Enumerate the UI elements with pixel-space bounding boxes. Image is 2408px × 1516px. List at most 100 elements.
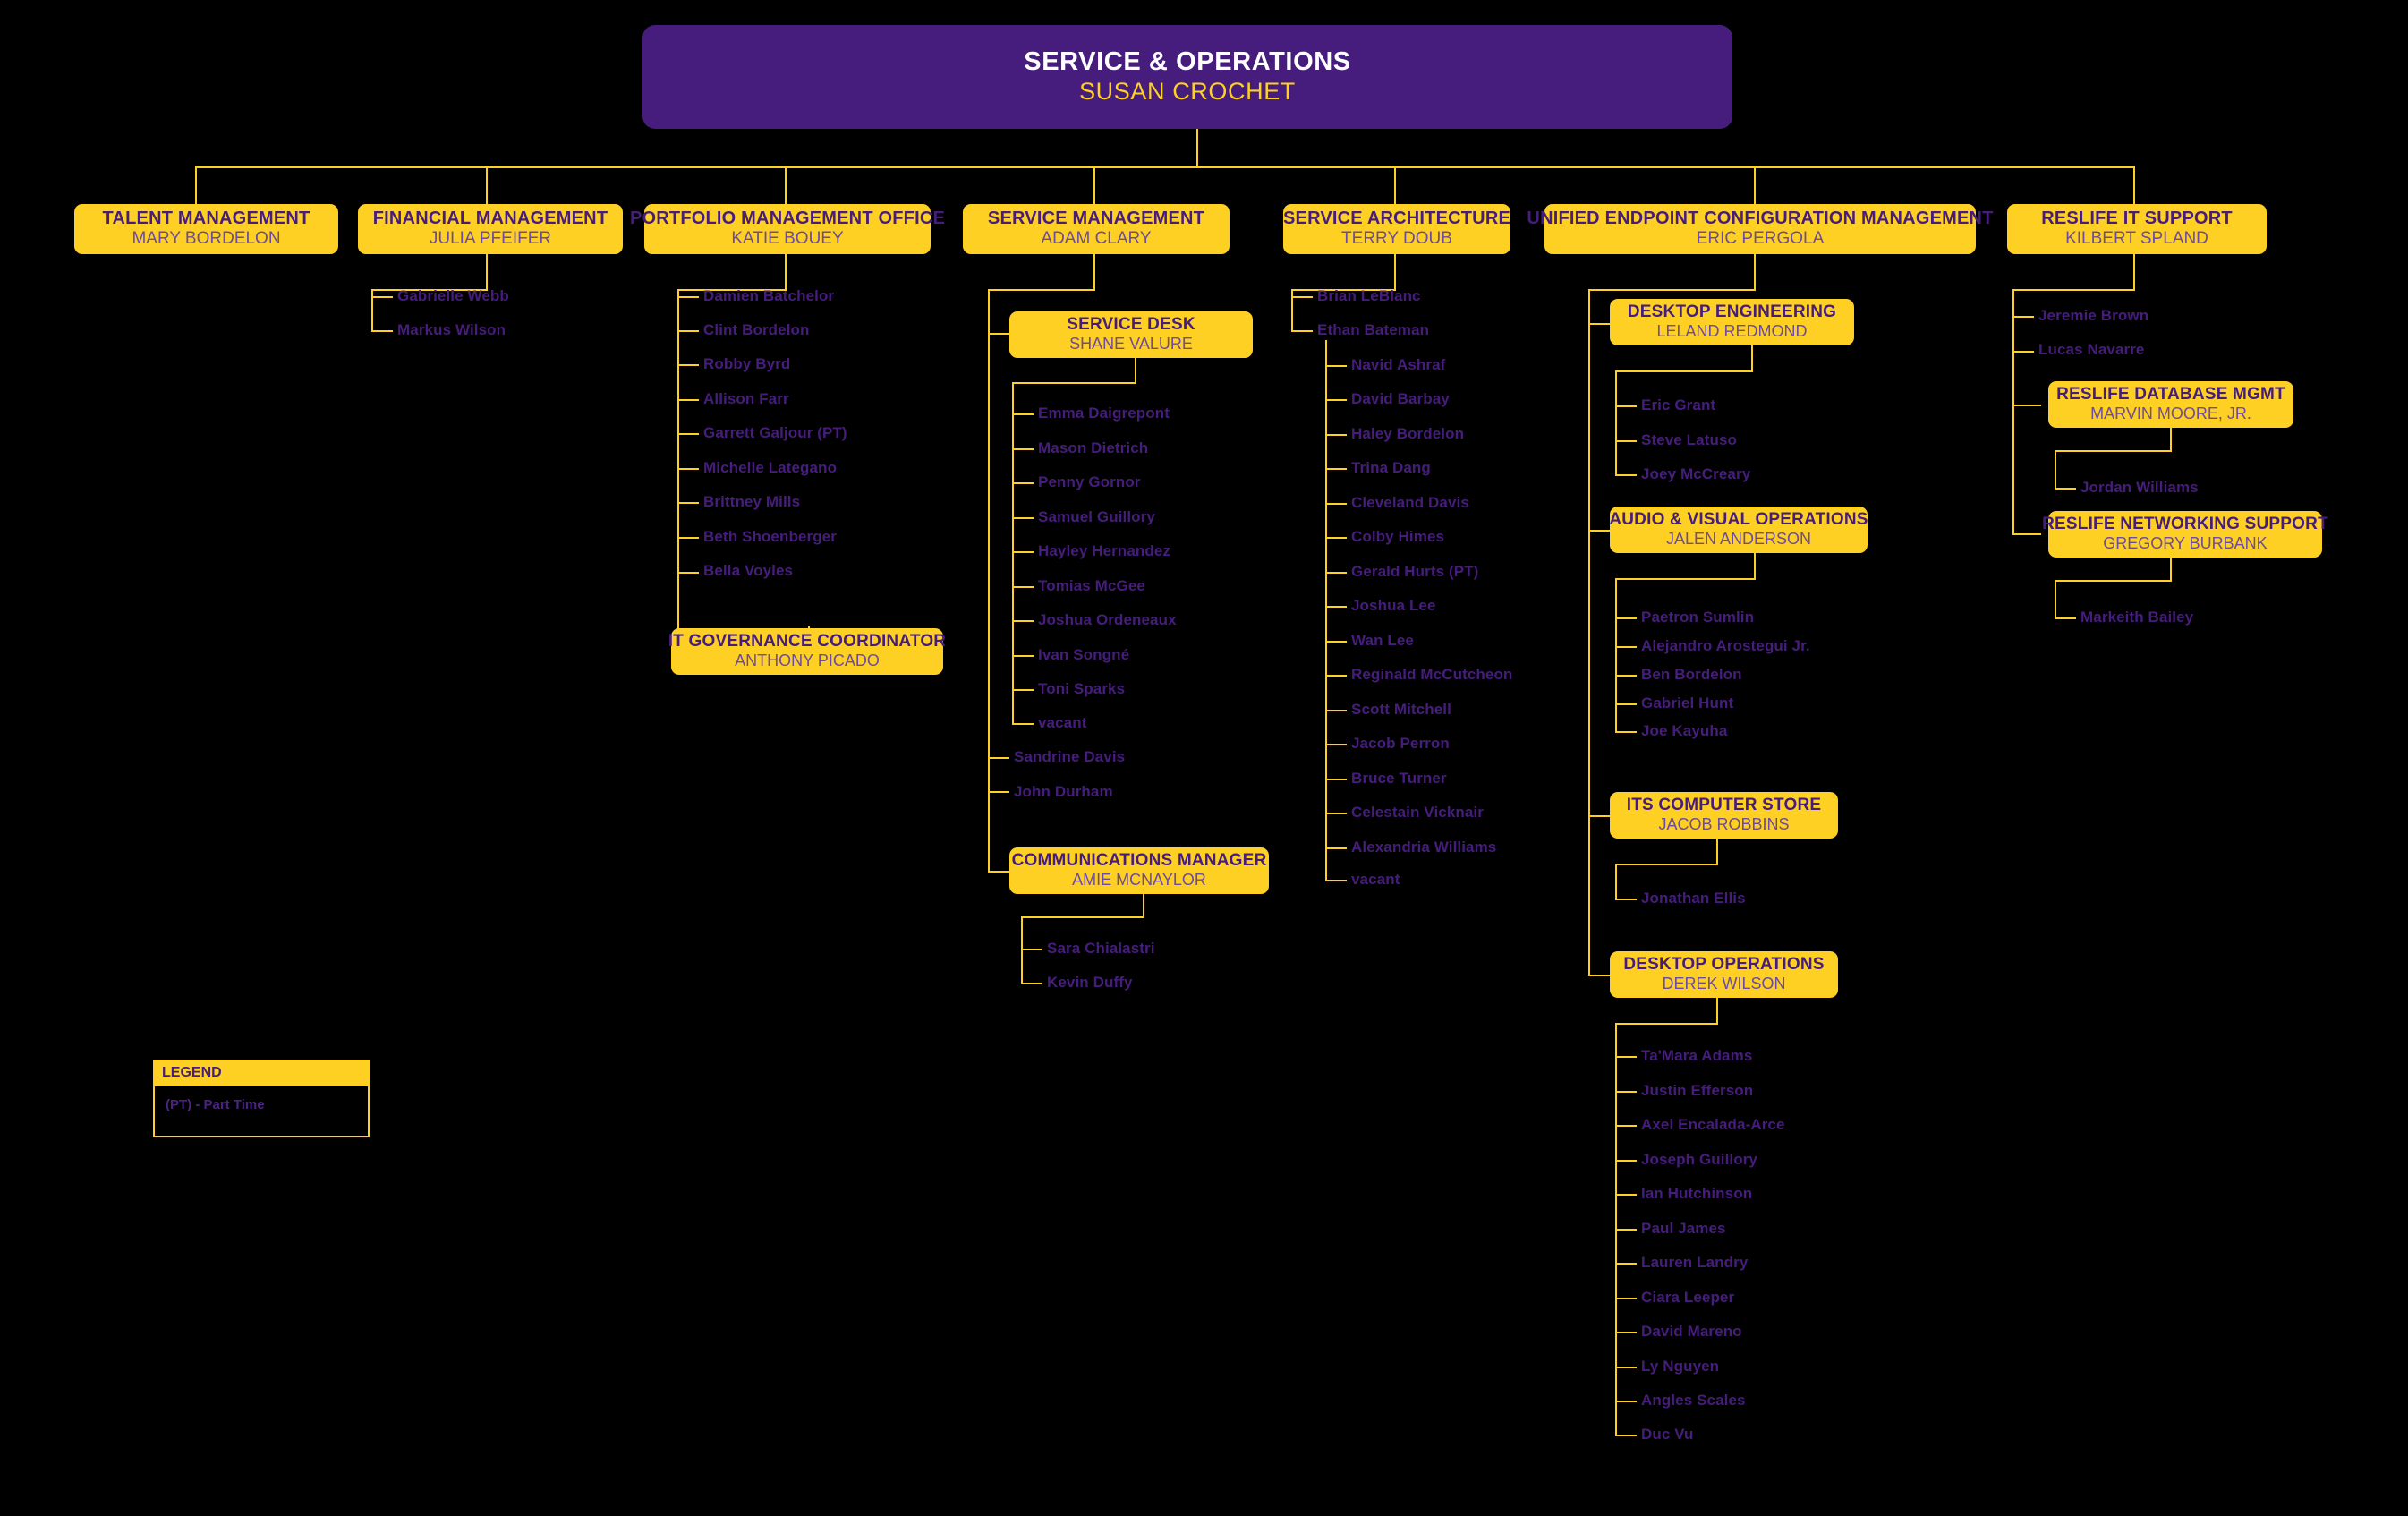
node-its-computer-store[interactable]: ITS COMPUTER STORE JACOB ROBBINS (1610, 792, 1838, 839)
legend-body: (PT) - Part Time (153, 1086, 370, 1137)
node-desktop-operations[interactable]: DESKTOP OPERATIONS DEREK WILSON (1610, 951, 1838, 998)
connector-financial-elbow (371, 289, 488, 291)
connector-reslife-stem (2133, 254, 2135, 290)
staff-item: Ian Hutchinson (1641, 1185, 1753, 1202)
connector-drop-service-mgmt (1093, 166, 1095, 206)
node-audio-visual-operations[interactable]: AUDIO & VISUAL OPERATIONS JALEN ANDERSON (1609, 507, 1868, 553)
staff-item: Justin Efferson (1641, 1082, 1754, 1099)
connector-reslife-to-dbmgmt (2012, 405, 2041, 406)
node-reslife-database-mgmt[interactable]: RESLIFE DATABASE MGMT MARVIN MOORE, JR. (2048, 381, 2293, 428)
staff-item: Trina Dang (1351, 459, 1431, 476)
connector-pmo-tick (677, 296, 699, 298)
node-service-and-operations[interactable]: SERVICE & OPERATIONS SUSAN CROCHET (642, 25, 1732, 129)
connector-servicedesk-tick (1012, 482, 1034, 484)
staff-item: Gerald Hurts (PT) (1351, 563, 1479, 580)
connector-avops-stem (1754, 553, 1756, 579)
node-unified-endpoint-configuration-management[interactable]: UNIFIED ENDPOINT CONFIGURATION MANAGEMEN… (1527, 204, 1993, 254)
connector-svcarch-spine (1291, 289, 1293, 331)
node-talent-management[interactable]: TALENT MANAGEMENT MARY BORDELON (74, 204, 338, 254)
staff-item: John Durham (1014, 783, 1113, 800)
node-title: COMMUNICATIONS MANAGER (1011, 851, 1267, 871)
connector-bateman-tick (1325, 572, 1347, 574)
connector-svcmgmt-tick (988, 791, 1009, 793)
connector-deskops-tick (1615, 1091, 1637, 1093)
node-person: ERIC PERGOLA (1696, 229, 1825, 249)
staff-item: Garrett Galjour (PT) (703, 424, 847, 441)
connector-servicedesk-tick (1012, 620, 1034, 622)
staff-item: Michelle Lategano (703, 459, 838, 476)
connector-drop-reslife (2133, 166, 2135, 206)
connector-pmo-tick (677, 364, 699, 366)
staff-item: Celestain Vicknair (1351, 804, 1484, 821)
connector-financial-tick (371, 296, 393, 298)
connector-bateman-tick (1325, 537, 1347, 539)
connector-reslife-tick (2012, 351, 2034, 353)
connector-deskops-tick (1615, 1367, 1637, 1368)
staff-item: Ben Bordelon (1641, 666, 1742, 683)
node-service-desk[interactable]: SERVICE DESK SHANE VALURE (1009, 311, 1253, 358)
node-person: KATIE BOUEY (731, 229, 844, 249)
staff-item: Joshua Lee (1351, 597, 1436, 614)
node-reslife-networking-support[interactable]: RESLIFE NETWORKING SUPPORT GREGORY BURBA… (2042, 511, 2328, 558)
connector-netsupport-tick (2055, 617, 2076, 619)
node-person: TERRY DOUB (1341, 229, 1452, 249)
node-person: GREGORY BURBANK (2103, 534, 2268, 553)
node-desktop-engineering[interactable]: DESKTOP ENGINEERING LELAND REDMOND (1610, 299, 1854, 345)
connector-pmo-tick (677, 399, 699, 401)
connector-avops-elbow (1615, 578, 1756, 580)
connector-servicedesk-elbow (1012, 382, 1136, 384)
staff-item: Wan Lee (1351, 632, 1414, 649)
node-service-management[interactable]: SERVICE MANAGEMENT ADAM CLARY (963, 204, 1230, 254)
staff-item: Lauren Landry (1641, 1254, 1749, 1271)
connector-avops-tick (1615, 731, 1637, 733)
staff-item: David Mareno (1641, 1323, 1742, 1340)
node-person: SUSAN CROCHET (1079, 78, 1296, 106)
connector-pmo-tick (677, 433, 699, 435)
node-title: SERVICE DESK (1067, 315, 1195, 335)
node-portfolio-management-office[interactable]: PORTFOLIO MANAGEMENT OFFICE KATIE BOUEY (630, 204, 945, 254)
staff-item: Jordan Williams (2080, 479, 2199, 496)
staff-item: Brittney Mills (703, 493, 801, 510)
connector-drop-talent (195, 166, 197, 206)
connector-drop-uecm (1754, 166, 1756, 206)
connector-financial-spine (371, 289, 373, 331)
connector-deskeng-elbow (1615, 370, 1753, 372)
connector-comms-tick (1021, 983, 1042, 984)
node-reslife-it-support[interactable]: RESLIFE IT SUPPORT KILBERT SPLAND (2007, 204, 2267, 254)
node-financial-management[interactable]: FINANCIAL MANAGEMENT JULIA PFEIFER (358, 204, 623, 254)
legend-heading: LEGEND (153, 1060, 370, 1086)
node-person: ADAM CLARY (1041, 229, 1152, 249)
connector-svcmgmt-to-servicedesk (988, 333, 1009, 335)
node-service-architecture[interactable]: SERVICE ARCHITECTURE TERRY DOUB (1283, 204, 1510, 254)
staff-item: Kevin Duffy (1047, 974, 1133, 991)
connector-level1-bus (195, 166, 2135, 168)
node-person: LELAND REDMOND (1656, 322, 1808, 341)
connector-servicedesk-tick (1012, 517, 1034, 519)
staff-item: Joe Kayuha (1641, 722, 1728, 739)
connector-svcarch-tick (1291, 296, 1313, 298)
staff-item: Sandrine Davis (1014, 748, 1126, 765)
node-it-governance-coordinator[interactable]: IT GOVERNANCE COORDINATOR ANTHONY PICADO (668, 628, 947, 675)
connector-pmo-elbow (677, 289, 787, 291)
connector-pmo-tick (677, 537, 699, 539)
staff-item: Alejandro Arostegui Jr. (1641, 637, 1810, 654)
node-communications-manager[interactable]: COMMUNICATIONS MANAGER AMIE MCNAYLOR (1009, 847, 1269, 894)
connector-servicedesk-tick (1012, 689, 1034, 691)
connector-svcmgmt-to-comms (988, 871, 1009, 873)
connector-servicedesk-tick (1012, 586, 1034, 588)
connector-bateman-tick (1325, 399, 1347, 401)
node-title: TALENT MANAGEMENT (102, 209, 311, 229)
connector-netsupport-stem (2170, 558, 2172, 581)
staff-item: Steve Latuso (1641, 431, 1738, 448)
connector-pmo-tick (677, 468, 699, 470)
node-person: JULIA PFEIFER (429, 229, 552, 249)
node-person: MARVIN MOORE, JR. (2090, 405, 2251, 423)
connector-servicedesk-spine (1012, 382, 1014, 724)
staff-item: Beth Shoenberger (703, 528, 837, 545)
connector-avops-tick (1615, 703, 1637, 705)
connector-reslife-elbow (2012, 289, 2135, 291)
staff-item: Bruce Turner (1351, 770, 1447, 787)
connector-bateman-tick (1325, 744, 1347, 745)
node-title: SERVICE MANAGEMENT (987, 209, 1205, 229)
node-title: IT GOVERNANCE COORDINATOR (668, 632, 947, 652)
